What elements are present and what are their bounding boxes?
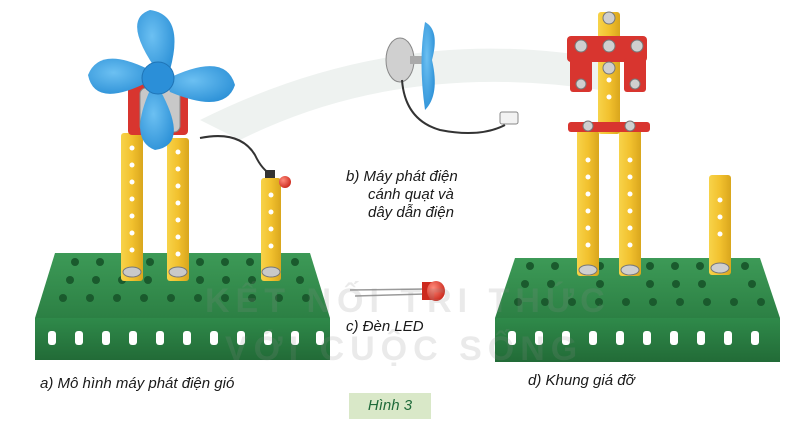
generator-propeller (421, 22, 435, 110)
wire (199, 135, 273, 176)
strut-middle (167, 138, 189, 281)
caption-c: c) Đèn LED (346, 318, 424, 335)
fan-blade-bottom (140, 90, 174, 150)
caption-a: a) Mô hình máy phát điện gió (40, 375, 235, 392)
background-logo (200, 48, 610, 140)
led-lead-1 (349, 288, 426, 291)
frame-strut-right (619, 128, 641, 276)
frame-bracket-right (624, 58, 646, 92)
led-dome (427, 281, 445, 301)
wind-generator-model (35, 10, 330, 360)
fan (88, 10, 235, 150)
strut-holes (129, 145, 274, 257)
frame-strut-short (709, 175, 731, 275)
base-plate-front (35, 318, 330, 360)
watermark-line-1: KẾT NỐI TRI THỨC (205, 282, 611, 320)
led-holder (265, 170, 275, 178)
caption-d: d) Khung giá đỡ (528, 372, 635, 389)
figure-label: Hình 3 (349, 393, 431, 419)
watermark-line-2: VỚI CUỘC SỐNG (225, 330, 584, 368)
generator-shaft (410, 56, 424, 64)
strut-bolts (122, 266, 281, 278)
fan-blade-right (165, 66, 235, 102)
frame-bracket-left (570, 58, 592, 92)
generator-wire (401, 79, 506, 134)
frame-strut-holes (585, 77, 723, 248)
wire-connector (499, 111, 519, 125)
base-holes-top (59, 258, 310, 302)
frame-base-holes-front (508, 331, 759, 345)
fan-blade-left (88, 58, 152, 94)
led-lead-2 (354, 293, 426, 297)
fan-hub (141, 61, 175, 95)
caption-b: b) Máy phát điện cánh quạt và dây dẫn đi… (346, 168, 458, 222)
base-holes-front (48, 331, 324, 345)
caption-b-line-2: cánh quạt và (368, 186, 454, 203)
generator-part (385, 22, 519, 134)
led-part (349, 281, 445, 301)
frame-base-holes-top (514, 262, 765, 306)
support-frame (495, 11, 780, 362)
led-mounted (279, 176, 291, 188)
strut-left (121, 133, 143, 281)
frame-bracket-mid (568, 122, 650, 132)
generator-motor (385, 37, 415, 83)
caption-b-line-3: dây dẫn điện (368, 204, 454, 221)
fan-blade-top (137, 10, 175, 75)
frame-strut-left (577, 128, 599, 276)
frame-bolts (574, 11, 730, 276)
base-plate-top (35, 253, 330, 318)
caption-b-line-1: b) Máy phát điện (346, 168, 458, 185)
